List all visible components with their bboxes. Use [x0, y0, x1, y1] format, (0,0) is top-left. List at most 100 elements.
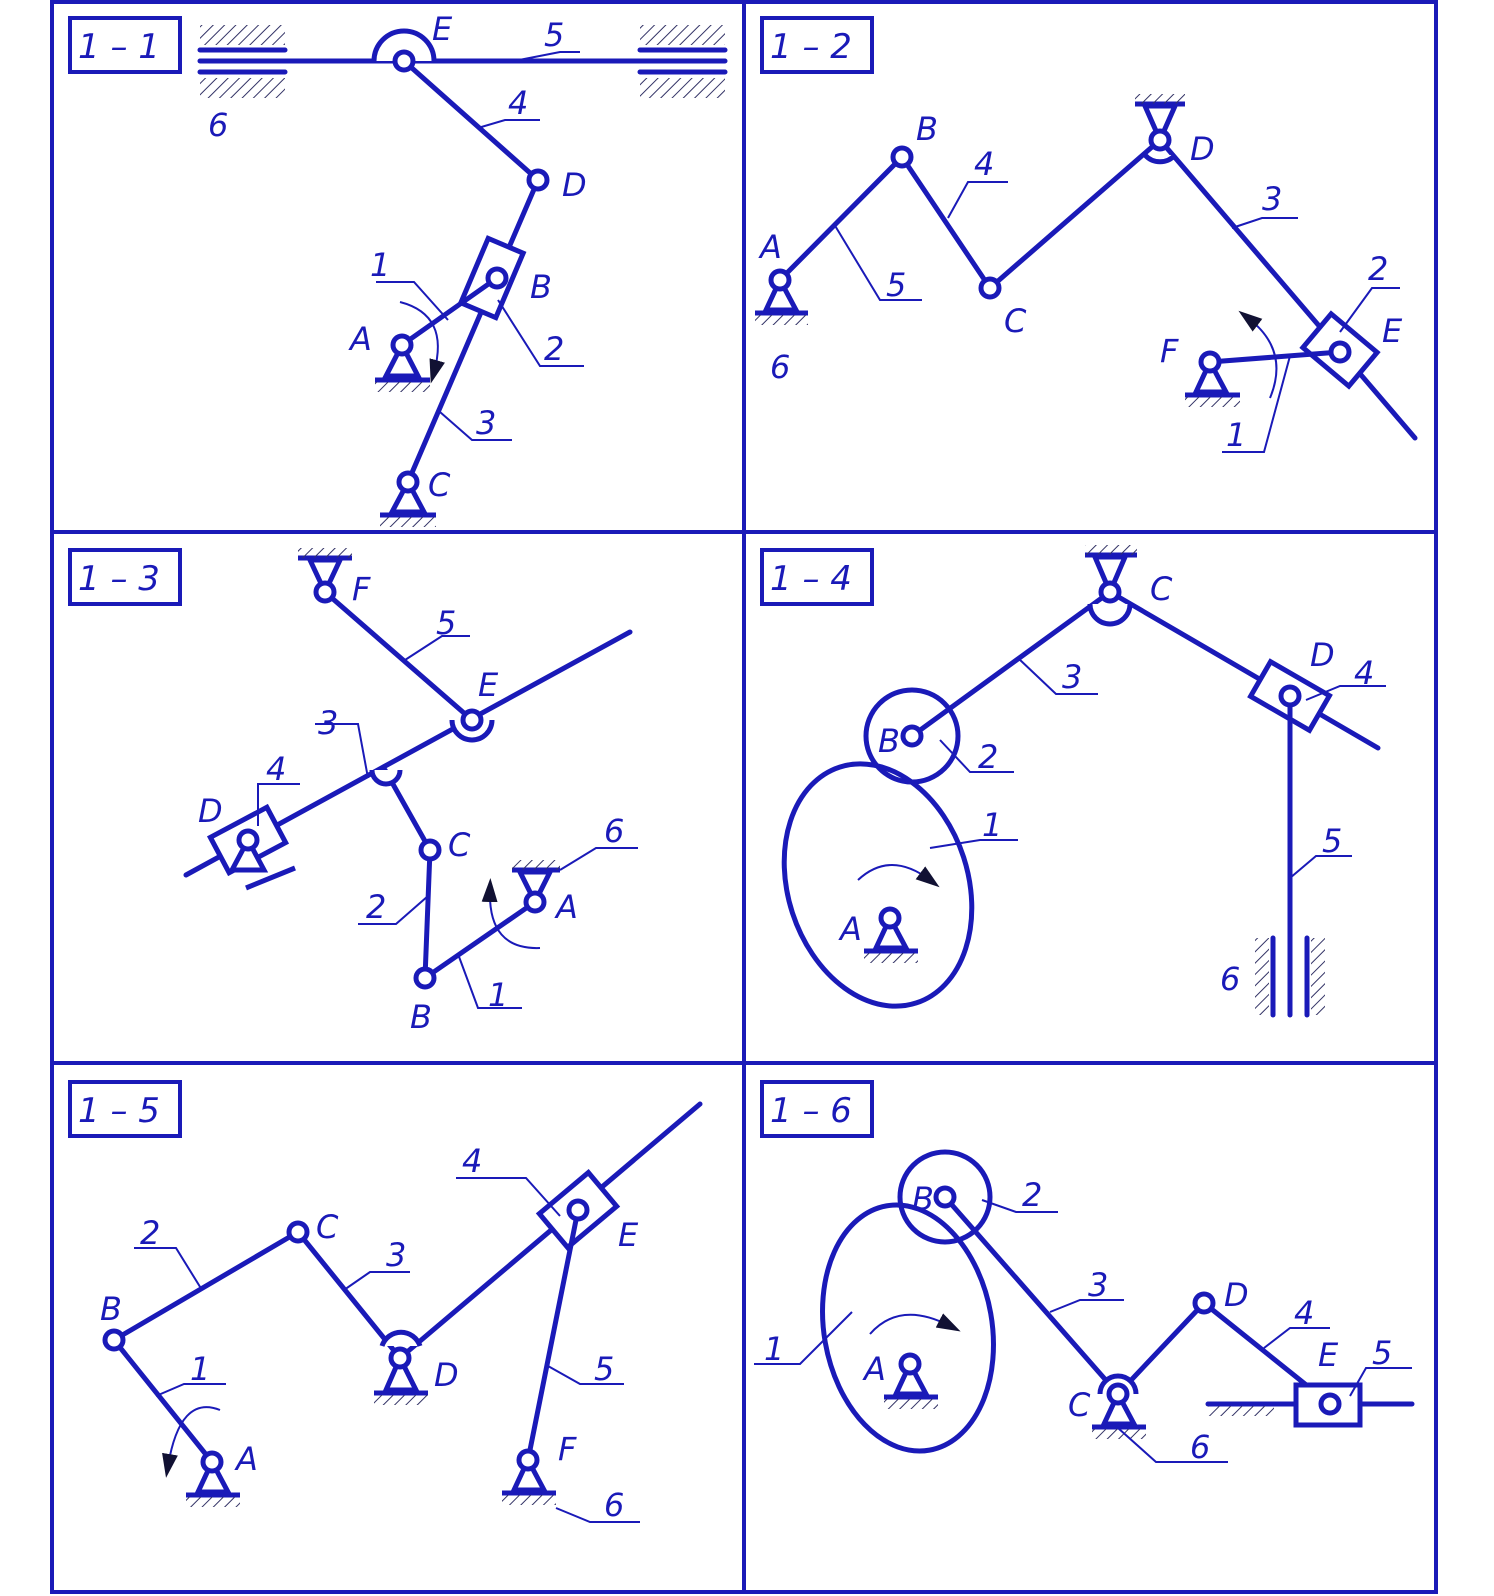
label: A [838, 910, 862, 948]
label: 6 [604, 812, 624, 850]
label: 4 [1354, 654, 1374, 692]
grid-frame [50, 0, 1438, 1594]
link-3 [909, 589, 1113, 739]
ground-hatch [640, 25, 725, 45]
panel-title: 1 – 2 [770, 27, 852, 67]
panel-title-box [760, 16, 874, 74]
panel-title-box [760, 548, 874, 606]
label: 4 [974, 145, 994, 183]
links-2-1 [382, 767, 538, 981]
panel-title-box [760, 1080, 874, 1138]
label: 2 [366, 888, 386, 926]
label: B [916, 110, 938, 148]
ground-hatch [200, 25, 285, 45]
label: 3 [318, 704, 338, 742]
label: 3 [386, 1236, 406, 1274]
roller-2 [897, 1149, 993, 1245]
label: A [234, 1440, 258, 1478]
ground-hatch [200, 78, 285, 98]
panel-1-3: 1 – 3 A B C [68, 548, 638, 1036]
label: 5 [544, 16, 564, 54]
label: D [434, 1356, 459, 1394]
label: 6 [1190, 1428, 1210, 1466]
panel-1-1: 1 – 1 [68, 10, 728, 527]
link-3 [405, 177, 541, 485]
link-3b [397, 1101, 703, 1361]
panel-1-4: 1 – 4 A B C D [760, 545, 1386, 1018]
label: 3 [1088, 1266, 1108, 1304]
label: E [432, 10, 453, 48]
label: 1 [190, 1350, 210, 1388]
label: 4 [1294, 1294, 1314, 1332]
label: C [1068, 1386, 1091, 1424]
label: 1 [1226, 416, 1246, 454]
link-1 [399, 275, 500, 348]
panel-title: 1 – 1 [78, 27, 160, 67]
label: A [862, 1350, 886, 1388]
panel-title: 1 – 6 [770, 1091, 852, 1131]
label: D [1190, 130, 1215, 168]
link-5 [525, 1207, 581, 1463]
joint-c [396, 470, 420, 494]
label: B [530, 268, 552, 306]
label: C [316, 1208, 339, 1246]
label: C [1150, 570, 1173, 608]
link-3 [1157, 137, 1418, 441]
link-guide [1107, 589, 1381, 751]
label: 6 [770, 348, 790, 386]
label: 5 [1322, 822, 1342, 860]
label: 1 [764, 1330, 784, 1368]
panel-title: 1 – 5 [78, 1091, 160, 1131]
label: A [554, 888, 578, 926]
label: 2 [544, 330, 564, 368]
label: B [100, 1290, 122, 1328]
label: 3 [1062, 658, 1082, 696]
label: C [1004, 302, 1027, 340]
label: E [478, 666, 499, 704]
panel-title-box [68, 548, 182, 606]
label: 6 [604, 1486, 624, 1524]
label: D [198, 792, 223, 830]
joint-e [392, 49, 416, 73]
label: 2 [1368, 250, 1388, 288]
label: 1 [982, 806, 1002, 844]
joint-d [526, 168, 550, 192]
label: 1 [488, 976, 508, 1014]
joint-b [485, 266, 509, 290]
label: F [1160, 332, 1179, 370]
panel-title-box [68, 16, 182, 74]
label: F [558, 1430, 577, 1468]
links-1-2-3 [111, 1229, 403, 1465]
roller-2 [863, 687, 961, 785]
panel-title: 1 – 3 [78, 559, 160, 599]
label: B [912, 1180, 934, 1218]
label: 5 [1372, 1334, 1392, 1372]
label: B [878, 722, 900, 760]
link-4 [401, 58, 541, 183]
label: A [348, 320, 372, 358]
ground-hatch [640, 78, 725, 98]
panel-1-2: 1 – 2 A B C [755, 16, 1418, 454]
cam-1 [820, 1202, 996, 1454]
label: A [758, 228, 782, 266]
panel-title: 1 – 4 [770, 559, 852, 599]
links-3-4 [942, 1194, 1333, 1407]
label: 5 [886, 266, 906, 304]
joint-e-hood [371, 28, 437, 62]
label: D [562, 166, 587, 204]
joint-a [390, 333, 414, 357]
panel-title-box [68, 1080, 182, 1138]
panel-1-6: 1 – 6 A B C D E 1 2 3 [754, 1080, 1415, 1466]
label: C [448, 826, 471, 864]
label: 4 [508, 84, 528, 122]
panel-1-5: 1 – 5 A B C D E [68, 1080, 703, 1524]
label: 2 [1022, 1176, 1042, 1214]
label: 5 [594, 1350, 614, 1388]
label: 4 [266, 750, 286, 788]
label: 1 [370, 246, 390, 284]
label: E [1382, 312, 1403, 350]
label: D [1224, 1276, 1249, 1314]
label: 6 [1220, 960, 1240, 998]
link-5 [322, 589, 475, 723]
